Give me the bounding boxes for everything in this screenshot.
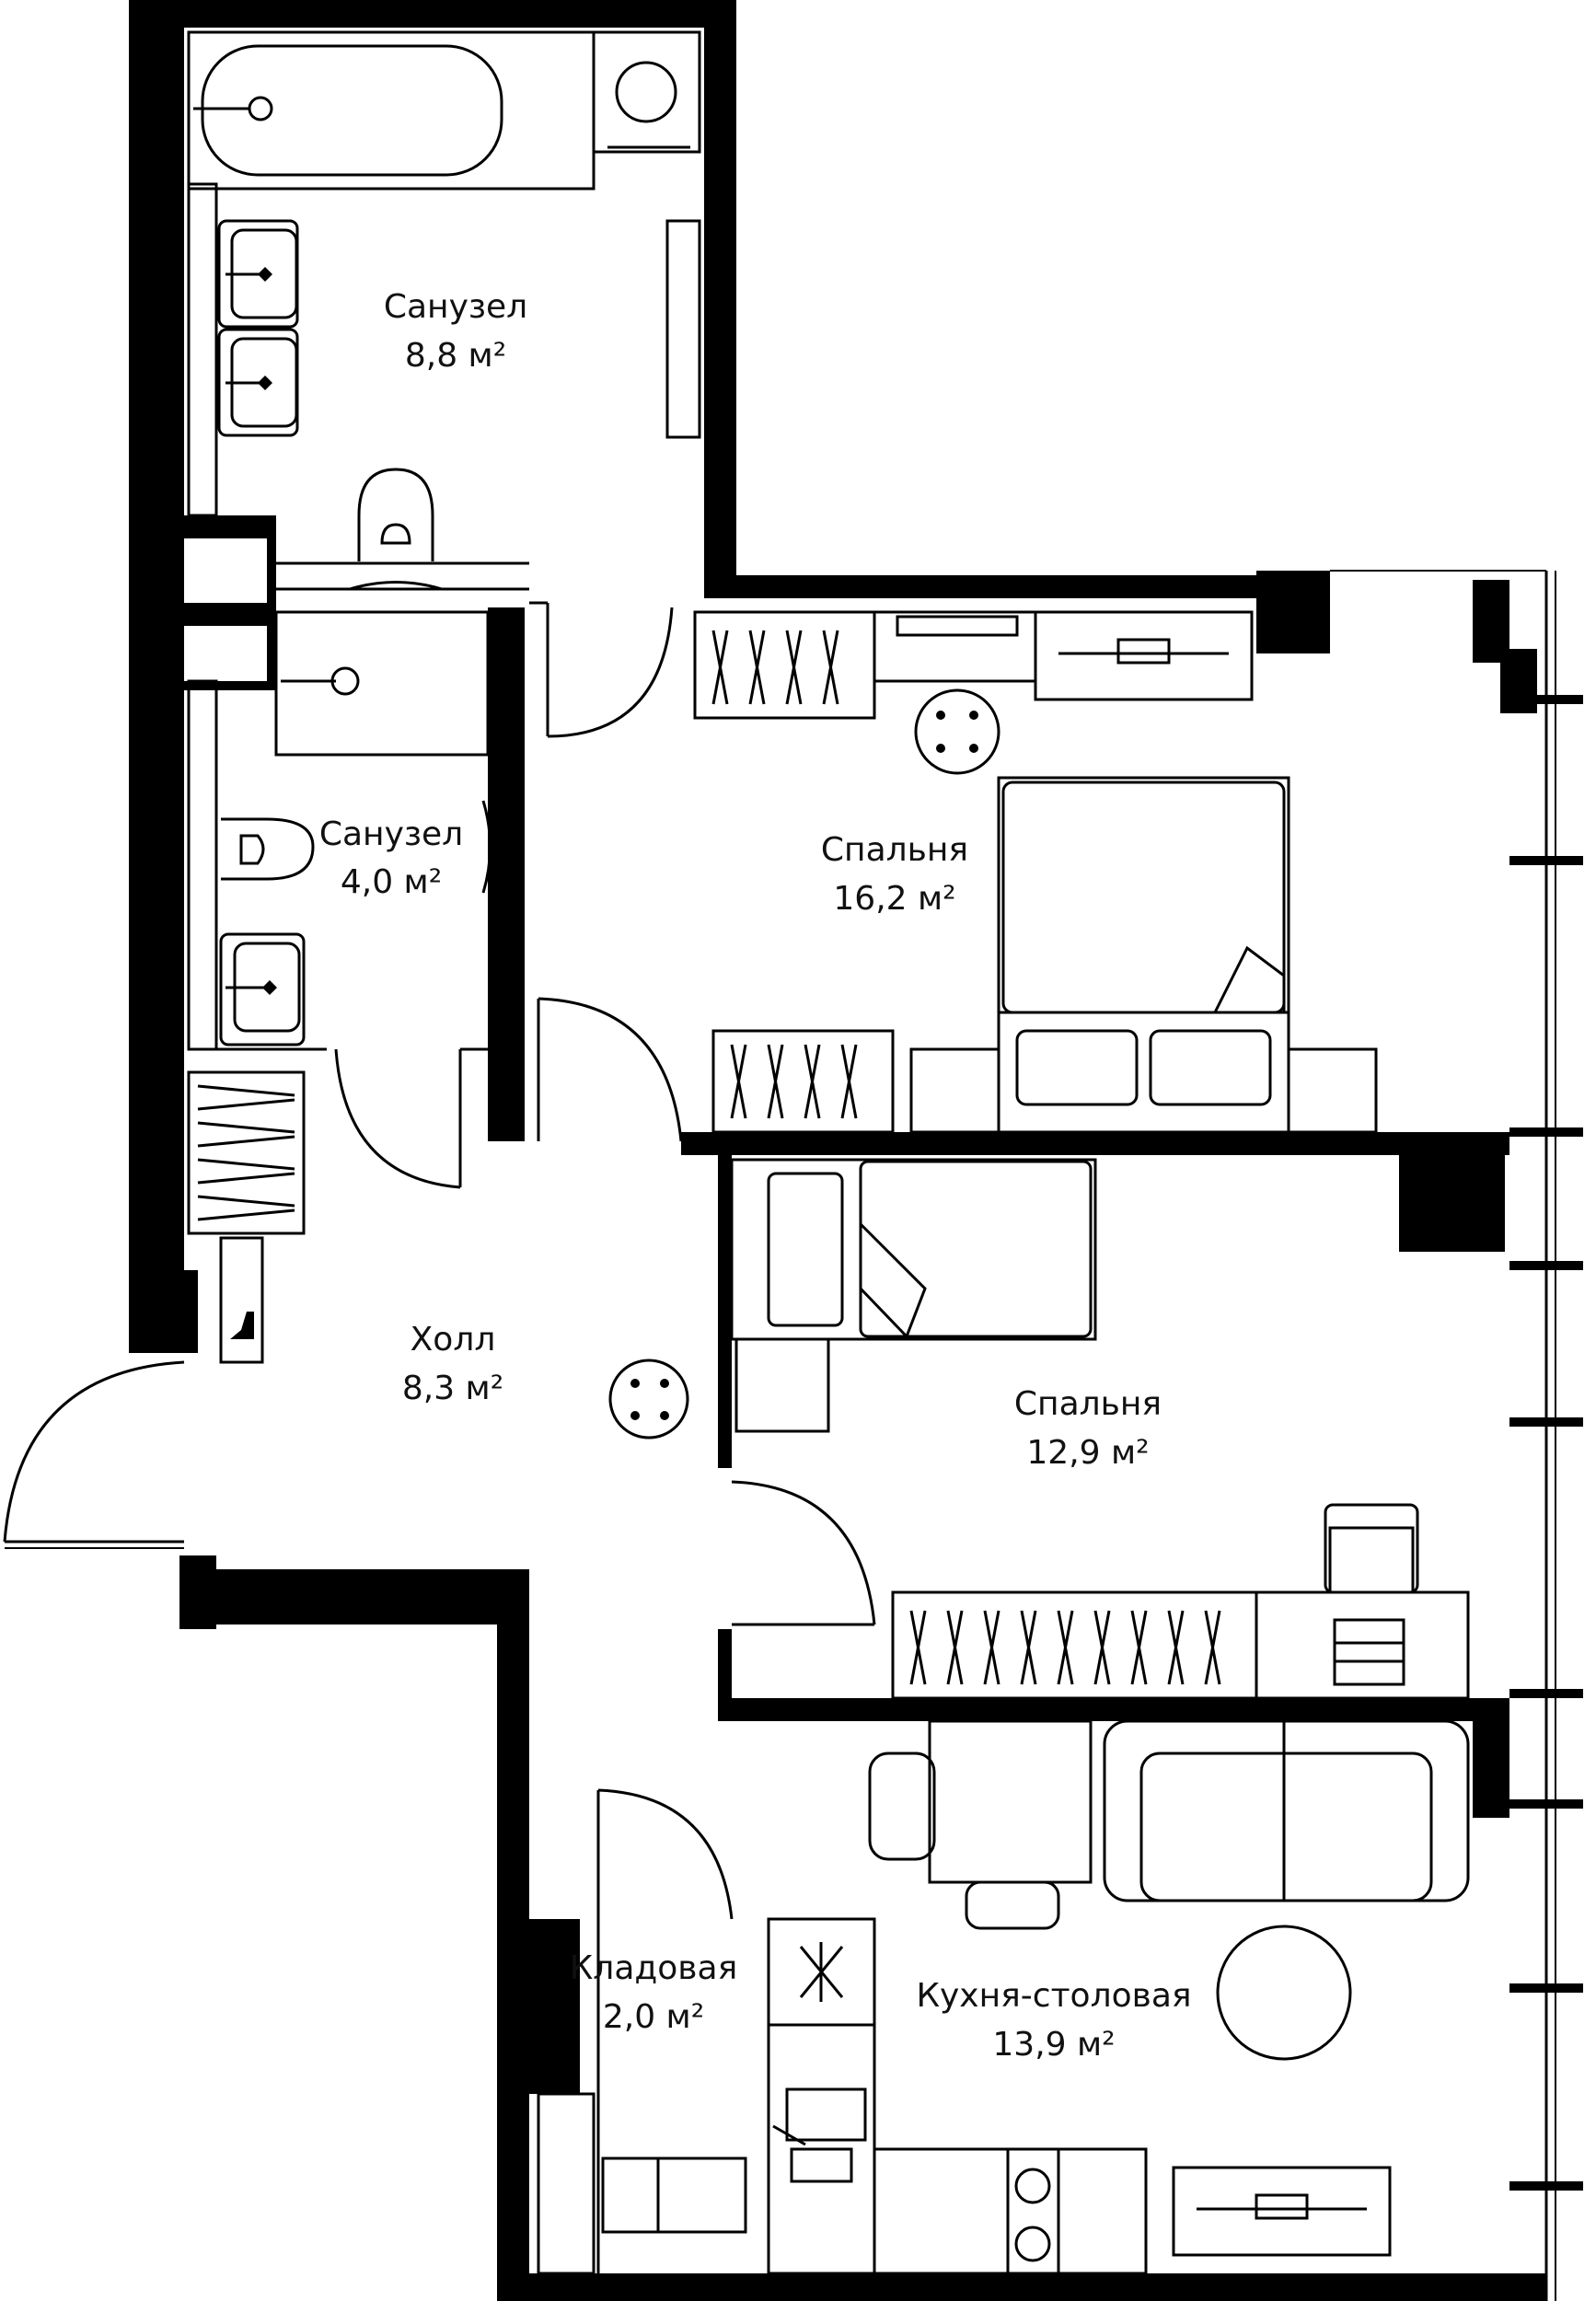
svg-text:Спальня: Спальня: [821, 831, 968, 869]
room-label-kitchen: Кухня-столовая 13,9 м²: [916, 1977, 1191, 2064]
round-table: [1216, 1925, 1352, 2061]
storage-shelves: [537, 2092, 747, 2275]
walls: [129, 0, 1546, 2301]
sink-small: [219, 932, 306, 1046]
kitchen-counter: [767, 1917, 1148, 2275]
toilet-small: [221, 817, 315, 881]
svg-text:Санузел: Санузел: [319, 815, 463, 853]
svg-text:Кухня-столовая: Кухня-столовая: [916, 1977, 1191, 2015]
shelf: [873, 610, 1037, 683]
light-fixture-bedroom: [914, 688, 1000, 775]
shoe-rack: [219, 1236, 264, 1364]
window-frame: [1330, 570, 1583, 2301]
svg-text:Санузел: Санузел: [384, 288, 527, 326]
svg-text:2,0 м²: 2,0 м²: [603, 1998, 704, 2036]
sink-double: [217, 219, 299, 437]
room-label-bathroom-main: Санузел 8,8 м²: [384, 288, 527, 375]
shower: [274, 610, 490, 757]
bathtub: [187, 30, 596, 191]
desk-chair: [1324, 1503, 1419, 1594]
dresser-bedroom-large: [711, 1029, 895, 1134]
svg-text:8,3 м²: 8,3 м²: [402, 1370, 503, 1407]
light-fixture-hall: [608, 1359, 689, 1440]
door-storage[interactable]: [596, 1788, 734, 1920]
door-bedroom-large[interactable]: [537, 997, 683, 1142]
wardrobe-bedroom-small: [891, 1590, 1258, 1700]
wardrobe-hall: [187, 1070, 306, 1235]
dining-table: [868, 1719, 1093, 1930]
wardrobe-bedroom-large: [693, 610, 876, 720]
entrance-door[interactable]: [3, 1360, 185, 1549]
door-bedroom-small[interactable]: [731, 1480, 876, 1626]
room-label-bedroom-small: Спальня 12,9 м²: [1014, 1385, 1162, 1472]
svg-text:8,8 м²: 8,8 м²: [405, 337, 506, 375]
svg-text:Спальня: Спальня: [1014, 1385, 1162, 1423]
room-label-bathroom-small: Санузел 4,0 м²: [319, 815, 463, 901]
svg-text:16,2 м²: 16,2 м²: [833, 880, 955, 918]
room-label-bedroom-large: Спальня 16,2 м²: [821, 831, 968, 918]
desk: [1255, 1590, 1470, 1700]
toilet-main: [276, 468, 529, 591]
tv-stand-kitchen: [1172, 2166, 1392, 2257]
tv-stand-bedroom: [1034, 610, 1254, 701]
single-bed: [730, 1158, 1097, 1341]
room-label-hall: Холл 8,3 м²: [402, 1321, 503, 1407]
sofa: [1103, 1719, 1470, 1902]
door-bathroom-main[interactable]: [529, 601, 674, 738]
svg-text:Кладовая: Кладовая: [570, 1949, 737, 1987]
washing-machine: [592, 30, 701, 154]
svg-text:13,9 м²: 13,9 м²: [992, 2026, 1115, 2064]
svg-text:4,0 м²: 4,0 м²: [341, 863, 442, 901]
double-bed: [997, 776, 1290, 1134]
svg-text:Холл: Холл: [411, 1321, 496, 1359]
room-label-storage: Кладовая 2,0 м²: [570, 1949, 737, 2036]
svg-text:12,9 м²: 12,9 м²: [1026, 1434, 1149, 1472]
door-bathroom-small[interactable]: [334, 1047, 488, 1189]
